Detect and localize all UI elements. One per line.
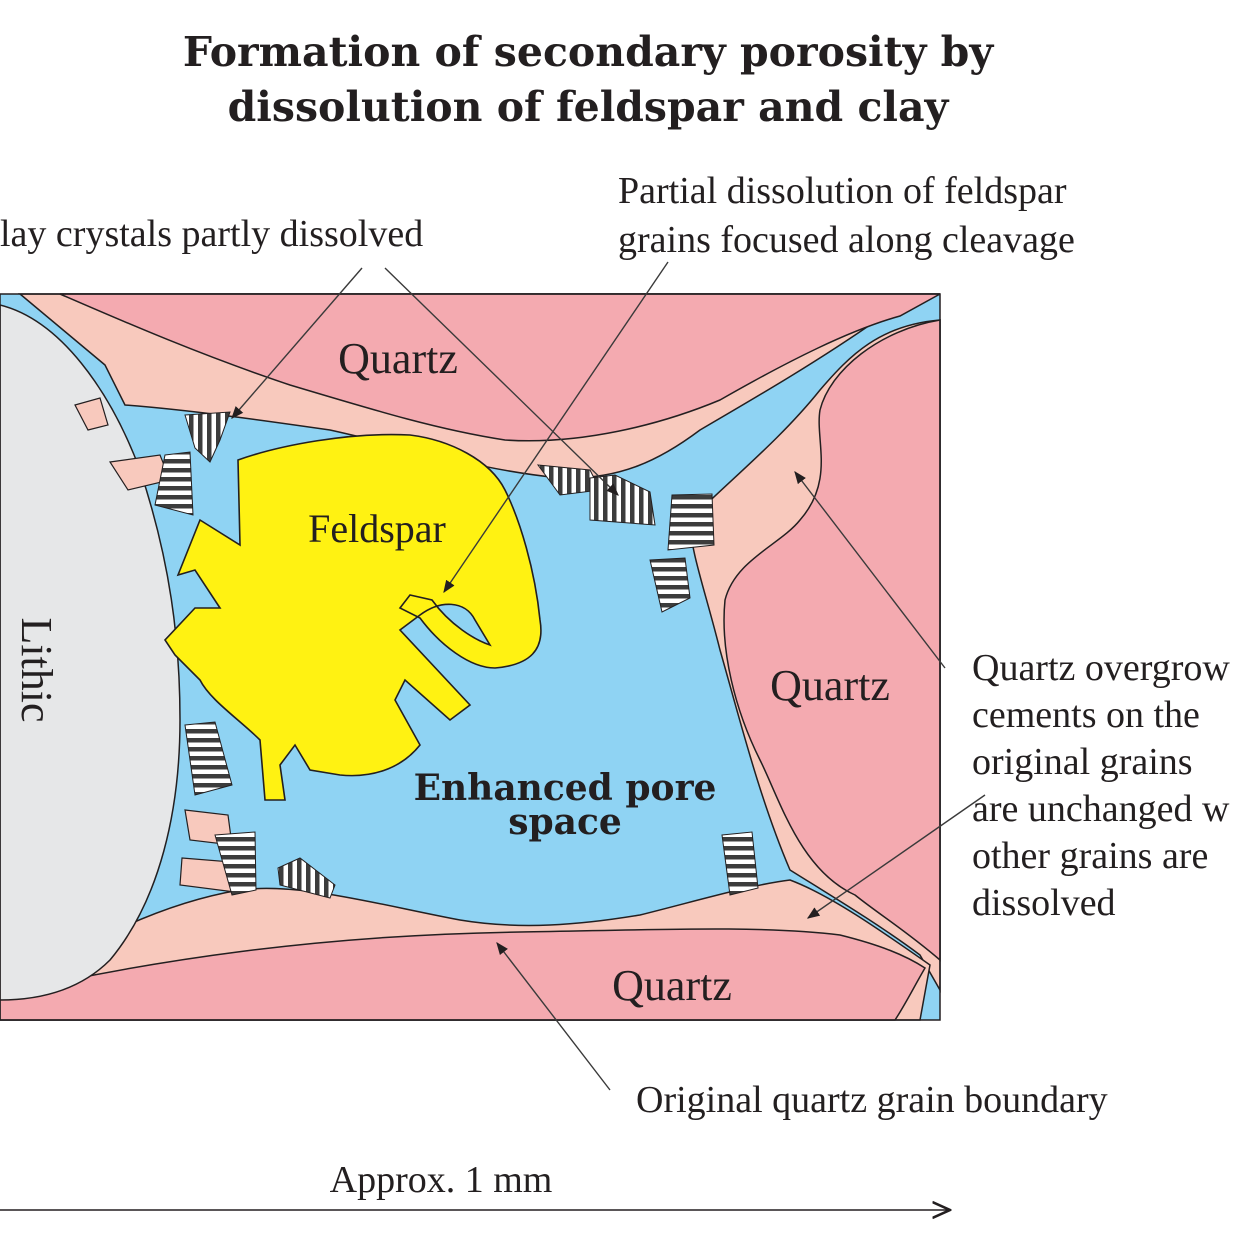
clay-leader-1	[231, 267, 363, 419]
overgrowth-sliver-1	[74, 397, 109, 431]
scale-label: Approx. 1 mm	[330, 1159, 553, 1201]
quartz-top-grain	[59, 293, 941, 442]
clay-patch-5	[667, 493, 715, 551]
title-line-2: dissolution of feldspar and clay	[228, 83, 950, 131]
clay-patch-4	[589, 474, 656, 526]
title-line-1: Formation of secondary porosity by	[183, 28, 995, 76]
clay-leader-2	[384, 267, 619, 496]
feldspar-annotation-line-2: grains focused along cleavage	[618, 219, 1075, 261]
clay-patch-8	[214, 831, 257, 896]
feldspar-label: Feldspar	[308, 506, 446, 551]
clay-patch-2	[154, 451, 194, 516]
panel-frame	[0, 293, 941, 1021]
clay-patch-10	[721, 831, 759, 896]
overgrowth-annotation-line-6: dissolved	[972, 882, 1116, 924]
pore-label-line-2: space	[508, 801, 622, 843]
boundary-annotation: Original quartz grain boundary	[636, 1079, 1108, 1121]
quartz-right-label: Quartz	[770, 661, 890, 710]
quartz-bottom-label: Quartz	[612, 961, 732, 1010]
clay-annotation: lay crystals partly dissolved	[0, 213, 423, 255]
overgrowth-annotation-line-2: cements on the	[972, 694, 1200, 736]
boundary-leader	[496, 942, 611, 1091]
lithic-label: Lithic	[12, 617, 61, 722]
clay-patch-6	[649, 557, 691, 613]
feldspar-grain	[163, 433, 542, 801]
overgrowth-leader-1	[794, 470, 946, 669]
overgrowth-annotation-line-3: original grains	[972, 741, 1193, 783]
quartz-right-grain	[723, 319, 941, 962]
quartz-top-label: Quartz	[338, 334, 458, 383]
overgrowth-annotation-line-1: Quartz overgrow	[972, 647, 1230, 689]
feldspar-annotation-line-1: Partial dissolution of feldspar	[618, 170, 1067, 212]
overgrowth-leader-2	[806, 794, 986, 919]
thin-section-panel: Quartz Quartz Quartz Feldspar Lithic Enh…	[0, 293, 941, 1021]
quartz-bottom-grain	[0, 928, 927, 1021]
overgrowth-annotation-line-5: other grains are	[972, 835, 1208, 877]
clay-patch-7	[184, 721, 233, 796]
feldspar-leader	[443, 261, 669, 594]
overgrowth-annotation-line-4: are unchanged w	[972, 788, 1230, 830]
pore-label-line-1: Enhanced pore	[414, 767, 717, 809]
clay-patch-1	[184, 411, 231, 463]
clay-patch-9	[277, 857, 336, 899]
